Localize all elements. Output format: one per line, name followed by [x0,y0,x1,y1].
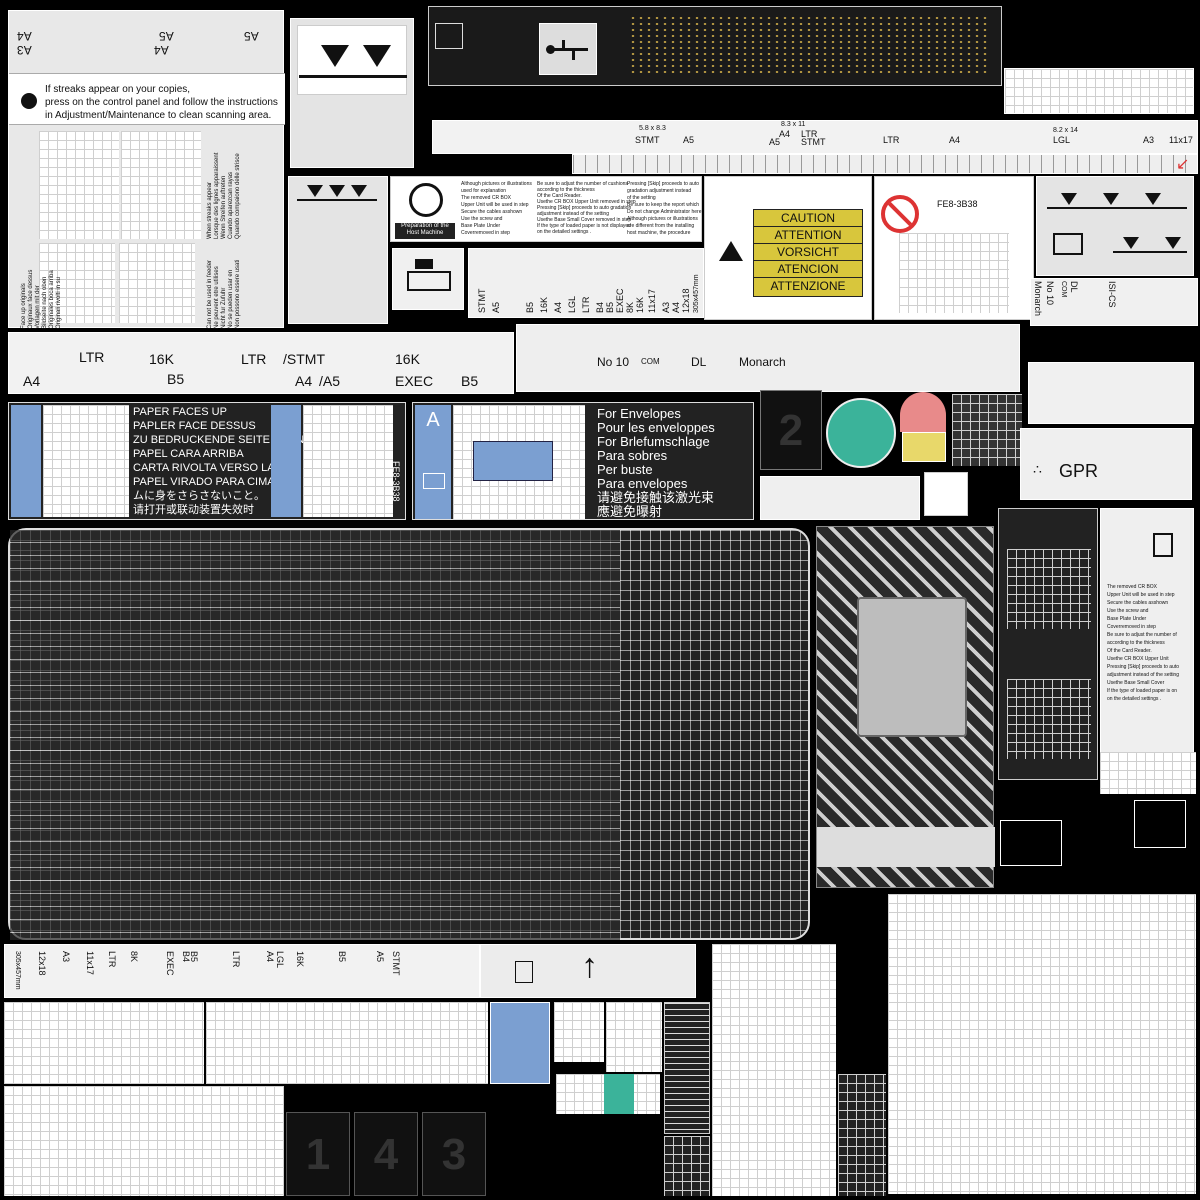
three-dots-icon: ∴ [1033,461,1042,477]
copy-instruction-sticker: A4 A3 A5 A4 A5 If streaks appear on your… [8,10,285,329]
number-four-block: 4 [354,1112,418,1196]
bottom-size-labels: 305x457mm 12x18 A3 11x17 LTR 8K B4 EXEC … [4,944,480,998]
envelope-arrow-plate: ↑ [480,944,696,998]
usb-icon [539,23,597,75]
host-machine-sticker: Preparation of the Host Machine Although… [390,176,702,242]
striped-column [664,1002,710,1134]
no-touch-sticker: FE8-3B38 [874,176,1034,320]
tray-wire [952,394,1022,466]
no-touch-icon [881,195,919,233]
warning-text: If streaks appear on your copies, press … [45,84,278,121]
paper-size-scale: 5.8 x 8.3 STMT A5 8.3 x 11 A4 LTR A5 STM… [432,120,1198,154]
size-label: A4 [154,43,169,57]
number-one-block: 1 [286,1112,350,1196]
warning-triangle-icon [719,241,743,261]
caution-sticker: CAUTION ATTENTION VORSICHT ATENCION ATTE… [704,176,872,320]
envelope-text: For Envelopes Pour les enveloppes For Br… [597,406,715,519]
envelope-sticker: A For Envelopes Pour les enveloppes For … [412,402,754,520]
scanner-illustration [39,131,119,239]
pink-fan-icon [900,392,946,432]
originals-icon [39,243,115,323]
black-block [1134,800,1186,848]
connector-strip [1004,68,1194,114]
scanner-illustration [121,131,201,239]
notes-col-2: Be sure to adjust the number of cushions… [537,181,636,235]
pcb-strip [428,6,1002,86]
down-arrow-icon [307,185,323,197]
uv-wire-area [888,894,1196,1194]
uv-wire-area [554,1002,604,1062]
uv-wire-area [712,944,836,1196]
notes-col-3: Pressing [Skip] proceeds to auto gradati… [627,181,702,236]
rotated-note: When streaks appear Lorsque des lignes a… [207,152,241,239]
hand-icon [924,472,968,516]
uv-wire-area [4,1002,204,1084]
number-three-block: 3 [422,1112,486,1196]
size-label: A4 [17,29,32,43]
teal-dial-icon [826,398,896,468]
blank-plate [760,476,920,520]
uv-wire-area [4,1086,284,1196]
size-strip-right: No 10 COM DL Monarch [516,324,1020,392]
motherboard [816,526,995,888]
hand-illustration [899,233,1009,313]
tray-guide-illustration [303,405,393,517]
vertical-size-labels: STMT A5 B5 16K A4 LGL LTR B4 B5 EXEC 8K … [468,248,704,318]
machine-icon [392,248,464,310]
size-strip-left: LTR 16K LTR /STMT 16K A4 B5 A4 /A5 EXEC … [8,332,514,394]
yellow-tag-icon [902,432,946,462]
rotated-note: Face up originals Originaux face dessus … [21,269,62,329]
blank-panel [1028,362,1194,424]
rotated-note: Can not be used in feeder Ne peuvent etr… [207,259,241,329]
arrow-sticker [288,176,388,324]
size-tick-strip [572,154,1198,174]
envelope-icon [515,961,533,983]
paper-face-sticker: PAPER FACES UP PAPLER FACE DESSUS ZU BED… [8,402,406,520]
envelope-icon [1053,233,1083,255]
uv-wire-area [838,1074,886,1196]
cylinder-wire [1100,752,1196,794]
down-arrow-icon [363,45,391,67]
size-label: A5 [244,29,259,43]
number-two-block: 2 [760,390,822,470]
notes-sticker: The removed CR BOX Upper Unit will be us… [1100,508,1194,792]
down-arrow-icon [321,45,349,67]
red-arrow-icon: ↙ [1176,156,1190,173]
arrow-sticker [290,18,414,168]
envelope-icon [423,473,445,489]
paper-face-text: PAPER FACES UP PAPLER FACE DESSUS ZU BED… [133,406,305,516]
document-icon [1153,533,1173,557]
env-rotated-labels: Monarch No 10 COM DL ISI-CS [1030,278,1198,326]
gpr-label: GPR ∴ [1020,428,1192,500]
connector-wire [664,1136,710,1196]
size-label: A5 [159,29,174,43]
cpu-socket [857,597,967,737]
wireframe-panel [8,528,810,940]
teal-block [604,1074,634,1114]
notes-col-1: Although pictures or illustrations used … [461,181,532,236]
prohibited-items-icon [119,243,195,323]
up-arrow-icon: ↑ [581,947,598,985]
envelope-feed-sticker [1036,176,1194,276]
info-icon [21,93,37,109]
blue-pcb [490,1002,550,1084]
black-block [1000,820,1062,866]
uv-wire-area [206,1002,488,1084]
envelope-lever-illustration [453,405,585,519]
notes-list: The removed CR BOX Upper Unit will be us… [1107,584,1179,702]
down-arrow-icon [351,185,367,197]
uv-wire-area [606,1002,662,1072]
tray-illustration [43,405,129,517]
media-sticker [998,508,1098,780]
down-arrow-icon [329,185,345,197]
no-entry-icon [409,183,443,217]
size-label: A3 [17,43,32,57]
